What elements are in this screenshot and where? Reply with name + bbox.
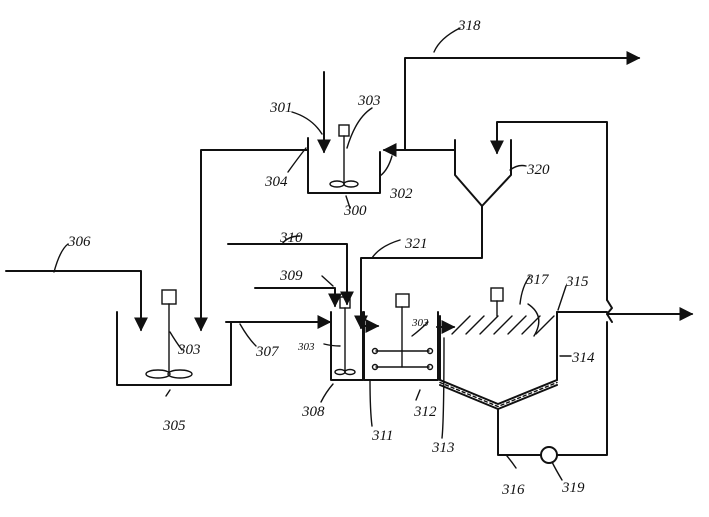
label-303-308: 303 (297, 341, 315, 353)
label-301: 301 (269, 100, 293, 116)
hopper-320 (454, 139, 512, 219)
line-318 (404, 51, 641, 141)
tank-308 (330, 296, 364, 381)
tank-305 (116, 289, 232, 386)
label-319: 319 (561, 480, 585, 496)
label-313: 313 (431, 440, 455, 456)
label-321: 321 (404, 236, 428, 252)
label-317: 317 (525, 272, 550, 288)
label-307: 307 (255, 344, 280, 360)
line-321 (354, 217, 483, 330)
label-308: 308 (301, 404, 325, 420)
line-310 (227, 243, 354, 306)
label-309: 309 (279, 268, 303, 284)
leader-lines (53, 27, 572, 481)
label-300: 300 (343, 203, 367, 219)
line-309 (254, 287, 342, 308)
label-303-312: 303 (411, 317, 429, 329)
line-316 (497, 408, 542, 456)
label-306: 306 (67, 234, 91, 250)
label-316: 316 (501, 482, 525, 498)
label-311: 311 (371, 428, 393, 444)
label-314: 314 (571, 350, 595, 366)
label-318: 318 (457, 18, 481, 34)
tank-312 (363, 293, 439, 381)
line-304 (194, 149, 308, 332)
label-304: 304 (264, 174, 288, 190)
pump-319 (540, 446, 558, 464)
label-310: 310 (279, 230, 303, 246)
recycle-line-320 (490, 121, 608, 301)
line-306 (5, 270, 148, 332)
label-302: 302 (389, 186, 413, 202)
tank-300 (307, 124, 381, 194)
label-303-top: 303 (357, 93, 381, 109)
label-303-305: 303 (177, 342, 201, 358)
return-line-319 (556, 321, 608, 456)
label-320: 320 (526, 162, 550, 178)
label-312: 312 (413, 404, 437, 420)
label-305: 305 (162, 418, 186, 434)
outlet-junction (606, 299, 613, 323)
label-315: 315 (565, 274, 589, 290)
settler-314 (439, 287, 608, 410)
